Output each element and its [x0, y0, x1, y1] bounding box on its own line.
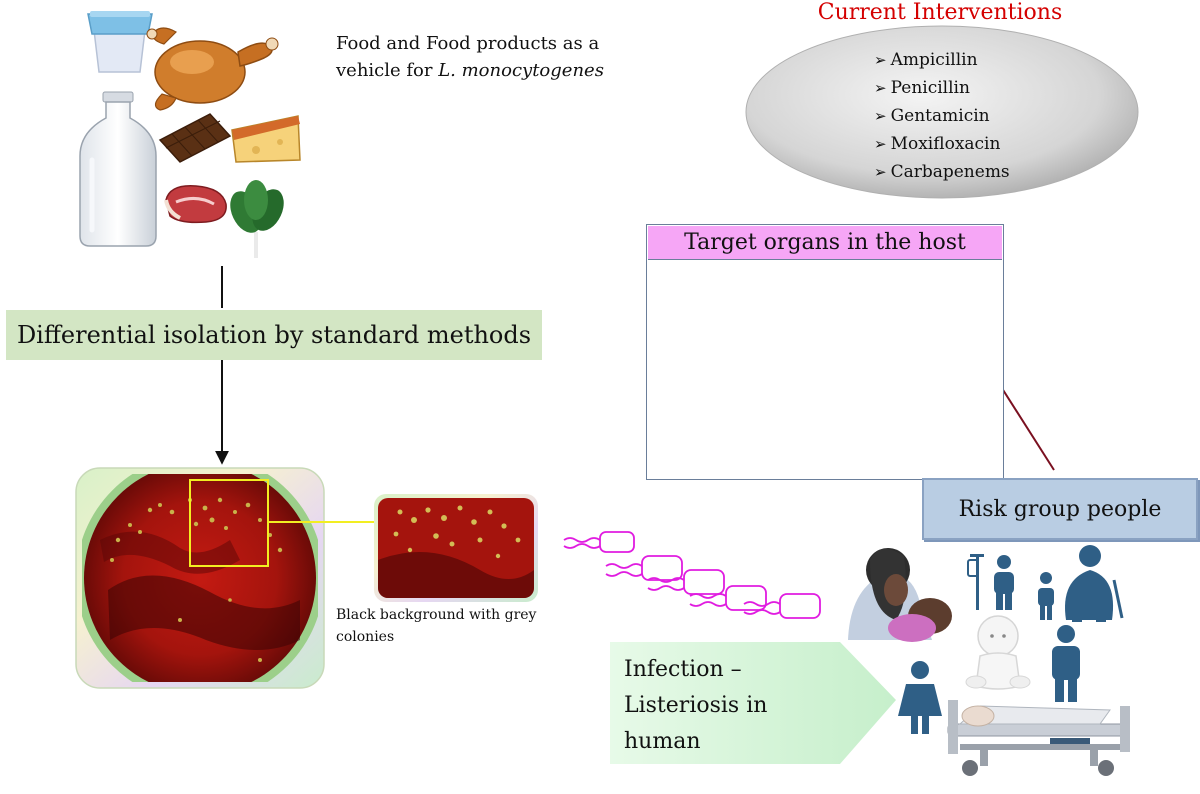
roast-chicken-icon — [146, 27, 279, 111]
yogurt-cup-icon — [87, 11, 153, 73]
interventions-oval — [745, 25, 1139, 199]
intervention-drug-name: Gentamicin — [890, 106, 990, 126]
infection-banner — [610, 642, 896, 764]
bacteria-icon — [743, 593, 821, 619]
man-icon — [1052, 625, 1080, 702]
arrow-bullet-icon: ➢ — [874, 163, 887, 181]
elderly-couple-icon — [1038, 545, 1124, 622]
arrow-bullet-icon: ➢ — [874, 79, 887, 97]
arrow-bullet-icon: ➢ — [874, 51, 887, 69]
intervention-item: ➢Penicillin — [874, 74, 1074, 102]
chocolate-bar-icon — [158, 113, 232, 163]
infection-label: Infection – Listeriosis in human — [624, 652, 844, 760]
colonies-caption-line2: colonies — [336, 629, 395, 645]
target-organs-panel — [646, 224, 1004, 480]
arrow-bullet-icon: ➢ — [874, 107, 887, 125]
risk-group-label: Risk group people — [958, 496, 1162, 522]
meat-steak-icon — [164, 185, 227, 224]
bacteria-icon — [605, 555, 683, 581]
bacteria-icon — [647, 569, 725, 595]
woman-icon — [898, 661, 942, 734]
bacteria-icon — [689, 585, 767, 611]
intervention-item: ➢Moxifloxacin — [874, 130, 1074, 158]
hospital-bed-icon — [947, 700, 1130, 776]
target-organs-title-text: Target organs in the host — [684, 230, 966, 255]
infection-line3: human — [624, 729, 701, 754]
food-vehicle-caption: Food and Food products as a vehicle for … — [336, 30, 636, 84]
zoomed-colonies-photo — [374, 494, 538, 602]
interventions-list: ➢Ampicillin➢Penicillin➢Gentamicin➢Moxifl… — [874, 46, 1074, 186]
intervention-item: ➢Gentamicin — [874, 102, 1074, 130]
bacteria-icon — [563, 531, 635, 553]
bacteria-group — [563, 531, 821, 619]
spinach-icon — [230, 180, 284, 258]
colonies-caption: Black background with grey colonies — [336, 604, 576, 648]
species-name: L. monocytogenes — [438, 60, 604, 81]
food-caption-prefix: vehicle for — [336, 60, 439, 81]
intervention-drug-name: Ampicillin — [890, 50, 978, 70]
food-caption-line2: vehicle for L. monocytogenes — [336, 57, 636, 84]
food-caption-line1: Food and Food products as a — [336, 33, 600, 54]
colonies-caption-line1: Black background with grey — [336, 607, 537, 623]
arrow-bullet-icon: ➢ — [874, 135, 887, 153]
risk-group-box: Risk group people — [922, 478, 1198, 540]
mother-breastfeeding-icon — [848, 548, 952, 642]
intervention-drug-name: Penicillin — [890, 78, 970, 98]
intervention-drug-name: Carbapenems — [890, 162, 1010, 182]
intervention-item: ➢Carbapenems — [874, 158, 1074, 186]
infection-line1: Infection – — [624, 657, 742, 682]
patient-iv-icon — [967, 554, 1014, 610]
cheese-wedge-icon — [231, 115, 301, 163]
infection-line2: Listeriosis in — [624, 693, 768, 718]
petri-dish-photo — [75, 467, 325, 689]
target-organs-title: Target organs in the host — [648, 226, 1002, 260]
interventions-title: Current Interventions — [817, 0, 1063, 25]
isolation-label-box: Differential isolation by standard metho… — [6, 310, 542, 360]
intervention-item: ➢Ampicillin — [874, 46, 1074, 74]
baby-icon — [965, 615, 1031, 690]
intervention-drug-name: Moxifloxacin — [890, 134, 1001, 154]
isolation-label: Differential isolation by standard metho… — [16, 321, 532, 349]
milk-bottle-icon — [79, 91, 157, 247]
